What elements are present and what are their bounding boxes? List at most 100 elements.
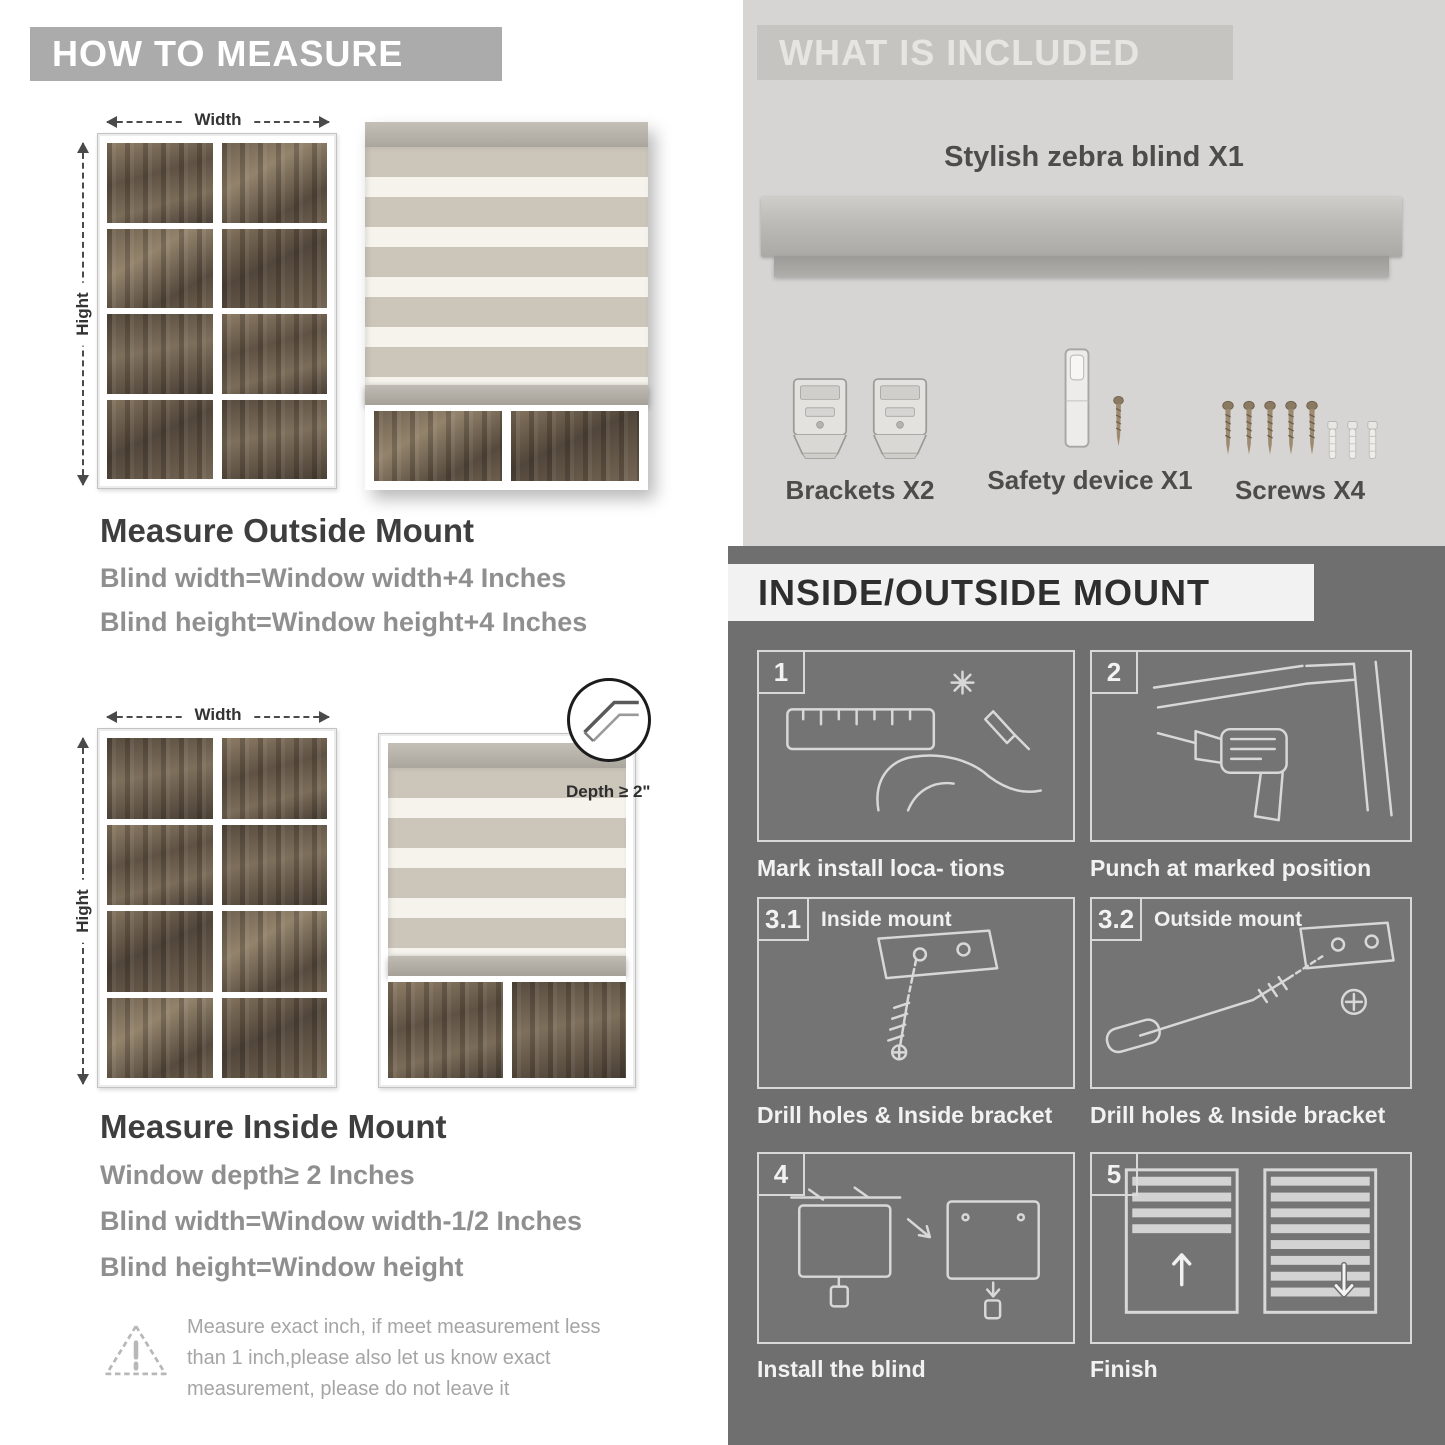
bracket-icons — [787, 338, 933, 463]
outside-rule-height: Blind height=Window height+4 Inches — [100, 607, 588, 637]
screw-icon — [1112, 395, 1124, 446]
inside-mount-label: Inside mount — [821, 908, 952, 931]
step-caption: Drill holes & Inside bracket — [1090, 1102, 1386, 1128]
window-below-blind — [388, 976, 626, 1078]
step-panel-4: 4 — [757, 1152, 1075, 1344]
step-panel-3-2: 3.2 Outside mount — [1090, 897, 1412, 1089]
window-pane — [221, 911, 327, 992]
height-arrow-outside: Hight — [73, 142, 93, 486]
how-to-measure-banner: HOW TO MEASURE — [30, 27, 502, 81]
inside-rule-height: Blind height=Window height — [100, 1252, 464, 1282]
step-number: 5 — [1092, 1154, 1138, 1196]
inside-outside-mount-banner: INSIDE/OUTSIDE MOUNT — [728, 564, 1314, 621]
mark-location-illustration — [786, 670, 1042, 812]
blind-bottom-rail — [365, 385, 648, 405]
step-panel-3-1: 3.1 Inside mount — [757, 897, 1075, 1089]
headrail-bottom-lip — [774, 256, 1389, 277]
brackets-label: Brackets X2 — [785, 475, 935, 505]
brackets-item: Brackets X2 — [775, 338, 945, 506]
window-sash-right — [221, 143, 327, 479]
width-label-outside: Width — [182, 110, 254, 130]
safety-device-item: Safety device X1 — [980, 328, 1200, 496]
measurement-warning: Measure exact inch, if meet measurement … — [103, 1312, 643, 1405]
zebra-blind-inside — [388, 743, 626, 1078]
screw-icon — [1222, 400, 1234, 455]
depth-label: Depth ≥ 2" — [566, 782, 651, 801]
drill-illustration — [1152, 660, 1393, 822]
depth-detail-circle — [567, 678, 651, 762]
window-pane — [374, 411, 502, 481]
wall-anchor-icon — [1327, 421, 1338, 460]
inside-outside-mount-title: INSIDE/OUTSIDE MOUNT — [758, 571, 1211, 613]
window-pane — [221, 824, 327, 905]
safety-device-icons — [1056, 328, 1125, 453]
width-arrow-outside: Width — [106, 110, 330, 130]
bracket-icon — [792, 378, 848, 460]
window-pane — [221, 738, 327, 819]
window-sashes — [107, 143, 327, 479]
height-label-inside: Hight — [73, 879, 93, 943]
step-panel-5: 5 — [1090, 1152, 1412, 1344]
zebra-blind-outside — [365, 122, 648, 490]
window-pane — [221, 314, 327, 394]
zebra-blind-headrail — [761, 197, 1402, 277]
window-pane — [107, 911, 213, 992]
screw-icon — [1264, 400, 1276, 455]
zebra-blind-inside-frame — [378, 733, 636, 1088]
step-number: 1 — [759, 652, 805, 694]
step-caption: Drill holes & Inside bracket — [757, 1102, 1053, 1128]
window-sash-right — [221, 738, 327, 1078]
window-pane — [388, 982, 503, 1078]
zebra-blind-count-label: Stylish zebra blind X1 — [944, 141, 1244, 173]
screw-icon — [1243, 400, 1255, 455]
wall-anchor-icon — [1347, 421, 1358, 460]
step-number: 4 — [759, 1154, 805, 1196]
safety-device-label: Safety device X1 — [987, 465, 1193, 495]
window-pane — [511, 411, 639, 481]
outside-bracket-illustration — [1105, 921, 1395, 1054]
finished-blinds-illustration — [1124, 1168, 1378, 1314]
blind-cassette — [365, 122, 648, 147]
step-caption: Punch at marked position — [1090, 855, 1372, 881]
step-number: 3.2 — [1092, 899, 1143, 941]
frame-corner-detail-icon — [583, 700, 639, 742]
height-label-outside: Hight — [73, 282, 93, 346]
step-panel-2: 2 — [1090, 650, 1412, 842]
screw-icon — [1306, 400, 1318, 455]
bracket-icon — [872, 378, 928, 460]
outside-mount-title: Measure Outside Mount — [100, 512, 475, 549]
window-photo-outside — [97, 133, 337, 489]
window-pane — [221, 143, 327, 223]
window-pane — [107, 314, 213, 394]
window-sash-left — [107, 143, 213, 479]
screw-icon — [1285, 400, 1297, 455]
safety-device-icon — [1064, 348, 1089, 448]
blind-bottom-rail — [388, 956, 626, 976]
step-number: 2 — [1092, 652, 1138, 694]
window-pane — [107, 738, 213, 819]
inside-rule-depth: Window depth≥ 2 Inches — [100, 1160, 415, 1190]
step-caption: Finish — [1090, 1356, 1158, 1382]
what-is-included-title: WHAT IS INCLUDED — [779, 31, 1141, 73]
window-pane — [221, 997, 327, 1078]
outside-mount-label: Outside mount — [1154, 908, 1303, 931]
window-pane — [107, 824, 213, 905]
width-label-inside: Width — [182, 705, 254, 725]
blind-zebra-stripes — [365, 147, 648, 385]
inside-rule-width: Blind width=Window width-1/2 Inches — [100, 1206, 583, 1236]
width-arrow-inside: Width — [106, 705, 330, 725]
window-pane — [107, 997, 213, 1078]
window-photo-inside — [97, 728, 337, 1088]
step-caption: Install the blind — [757, 1356, 926, 1382]
warning-text: Measure exact inch, if meet measurement … — [187, 1316, 601, 1400]
window-pane — [511, 982, 626, 1078]
window-pane — [107, 399, 213, 479]
screws-label: Screws X4 — [1234, 475, 1366, 505]
wall-anchor-icon — [1367, 421, 1378, 460]
window-sashes — [107, 738, 327, 1078]
what-is-included-banner: WHAT IS INCLUDED — [757, 25, 1233, 80]
inside-mount-title: Measure Inside Mount — [100, 1108, 447, 1145]
window-pane — [107, 143, 213, 223]
blind-zebra-stripes — [388, 768, 626, 956]
